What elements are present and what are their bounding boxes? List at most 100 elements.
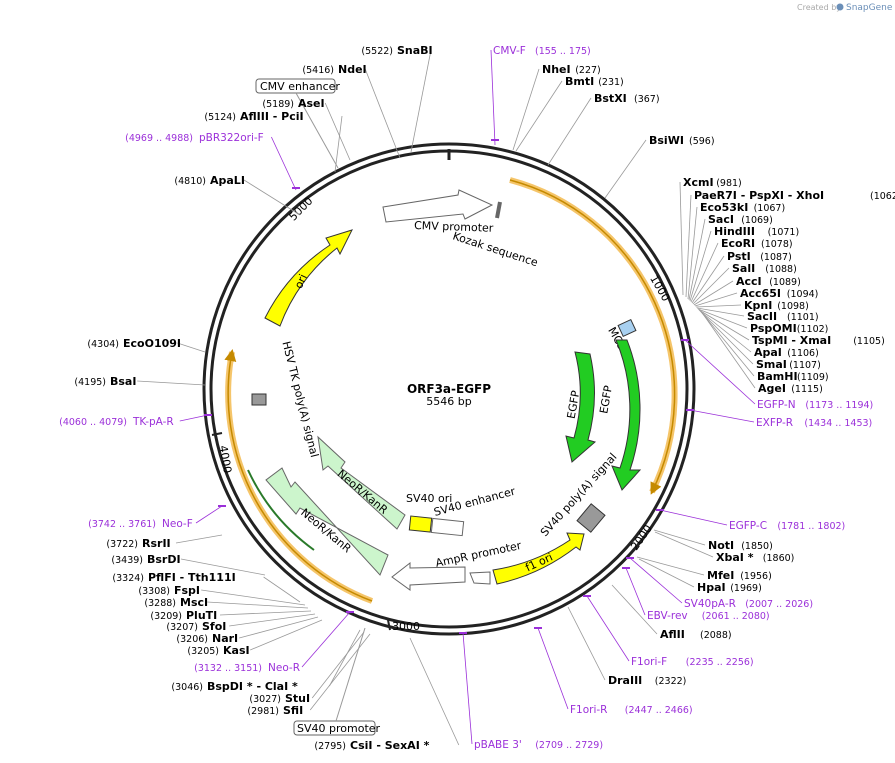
enzyme-pos-msci: (3288) (144, 598, 176, 609)
f1-ori-arrow (492, 532, 585, 585)
enzyme-mfei: MfeI (707, 569, 734, 582)
primer-range-f1ori-f: (2235 .. 2256) (686, 657, 754, 668)
neo-outer-arrow (265, 467, 389, 576)
enzyme-leader-smai (700, 311, 754, 365)
enzyme-pos-stui: (3027) (249, 694, 281, 705)
enzyme-kasi: KasI (223, 644, 250, 657)
enzyme-psti: PstI (727, 250, 751, 263)
primer-leader-exfp-r (689, 409, 755, 423)
enzyme-leader-bsai (137, 380, 206, 386)
primer-range-egfp-n: (1173 .. 1194) (805, 400, 873, 411)
enzyme-pluti: PluTI (186, 609, 217, 622)
primer-neo-f: Neo-F (162, 518, 193, 530)
enzyme-leader-bsrdi (180, 558, 266, 576)
enzyme-leader-kasi (250, 619, 323, 651)
enzyme-pos-hindiii: (1071) (768, 227, 800, 238)
neo-green-arc (247, 469, 315, 551)
ori-label: ori (292, 272, 310, 290)
neo-inner-label: NeoR/KanR (335, 467, 391, 517)
enzyme-hindiii: HindIII (714, 225, 755, 238)
enzyme-pos-xbai: (1860) (763, 553, 795, 564)
neo-inner-arrow (317, 435, 406, 530)
enzyme-leader-acci (693, 280, 734, 306)
enzyme-leader-pspomi (697, 308, 748, 329)
enzyme-tspmi: TspMI - XmaI (752, 334, 831, 347)
enzyme-pos-ecori: (1078) (761, 239, 793, 250)
enzyme-bamhi: BamHI (757, 370, 798, 383)
enzyme-noti: NotI (708, 539, 734, 552)
enzyme-leader-csii (409, 637, 460, 746)
snapgene-logo-icon (836, 3, 844, 11)
hsv-tk-label: HSV TK poly(A) signal (280, 340, 321, 459)
enzyme-apai: ApaI (754, 346, 782, 359)
enzyme-pspomi: PspOMI (750, 322, 797, 335)
enzyme-leader-psti (691, 255, 725, 304)
primer-range-pbr322ori-f: (4969 .. 4988) (125, 133, 193, 144)
enzyme-pos-acc65i: (1094) (787, 289, 819, 300)
enzyme-pos-draiii: (2322) (655, 676, 687, 687)
primer-egfp-c: EGFP-C (729, 520, 767, 532)
enzyme-pos-agei: (1115) (791, 384, 823, 395)
cmv-enhancer-label: CMV enhancer (260, 80, 340, 93)
enzyme-leader-bspdi (329, 629, 361, 687)
enzyme-pos-bsrdi: (3439) (111, 555, 143, 566)
enzyme-leader-nari (239, 616, 319, 639)
primer-leader-pbabe-3 (462, 632, 473, 745)
enzyme-pos-acci: (1089) (769, 277, 801, 288)
enzyme-leader-eco53ki (687, 206, 698, 300)
enzyme-pos-sacii: (1101) (787, 312, 819, 323)
enzyme-pos-sfoi: (3207) (166, 622, 198, 633)
enzyme-hpai: HpaI (697, 581, 726, 594)
neo-outer-label: NeoR/KanR (298, 506, 354, 556)
egfp-inner-label: EGFP (565, 389, 583, 420)
enzyme-leader-sali (692, 267, 730, 305)
enzyme-bsiwi: BsiWI (649, 134, 684, 147)
primer-leader-sv40pa-r (629, 557, 683, 604)
sv40-polya-block (576, 503, 606, 533)
enzyme-pos-ndei: (5416) (302, 65, 334, 76)
enzyme-leader-draiii (567, 606, 606, 681)
enzyme-ecoo109i: EcoO109I (123, 337, 181, 350)
enzyme-pos-bsiwi: (596) (689, 136, 715, 147)
kozak-mark (495, 201, 502, 219)
enzyme-snabi: SnaBI (397, 44, 433, 57)
primer-leader-neo-r (301, 611, 351, 668)
enzyme-leader-rsrii (175, 534, 223, 544)
cmv-promoter-label: CMV promoter (414, 219, 494, 235)
enzyme-pos-fspi: (3308) (138, 586, 170, 597)
enzyme-sali: SalI (732, 262, 755, 275)
enzyme-pos-asei: (5189) (262, 99, 294, 110)
enzyme-nhei: NheI (542, 63, 571, 76)
highlight-egfp-arrow (509, 179, 676, 495)
enzyme-leader-ecori (690, 242, 719, 303)
primer-pbr322ori-f: pBR322ori-F (199, 132, 264, 144)
primer-exfp-r: EXFP-R (756, 417, 793, 429)
enzyme-pos-xcmi: (981) (716, 178, 742, 189)
plasmid-name: ORF3a-EGFP (407, 382, 491, 396)
enzyme-saci: SacI (708, 213, 734, 226)
enzyme-aflii: AflII (660, 628, 685, 641)
egfp-outer-arrow (611, 339, 642, 491)
enzyme-leader-msci (207, 601, 309, 609)
plasmid-length: 5546 bp (426, 395, 471, 408)
sv40-ori-block (408, 515, 433, 533)
enzyme-leader-bamhi (701, 312, 755, 377)
enzyme-nari: NarI (212, 632, 238, 645)
tick-4000-mark (211, 432, 223, 436)
primer-leader-tk-pa-r (179, 414, 209, 422)
ampr-small-arrow (469, 571, 491, 585)
highlight-neo-arrow (224, 349, 373, 602)
enzyme-ecori: EcoRI (721, 237, 755, 250)
highlight-egfp-region (509, 177, 678, 494)
sv40-polya-label: SV40 poly(A) signal (538, 451, 620, 540)
enzyme-leader-acc65i (694, 292, 738, 307)
primer-range-neo-f: (3742 .. 3761) (88, 519, 156, 530)
enzyme-leader-apai (699, 310, 752, 353)
enzyme-pos-afliii: (5124) (204, 112, 236, 123)
enzyme-leader-kpni (695, 304, 742, 308)
enzyme-pos-snabi: (5522) (361, 46, 393, 57)
kozak-label: Kozak sequence (451, 229, 540, 269)
enzyme-xcmi: XcmI (683, 176, 714, 189)
enzyme-leader-xbai (654, 531, 714, 558)
